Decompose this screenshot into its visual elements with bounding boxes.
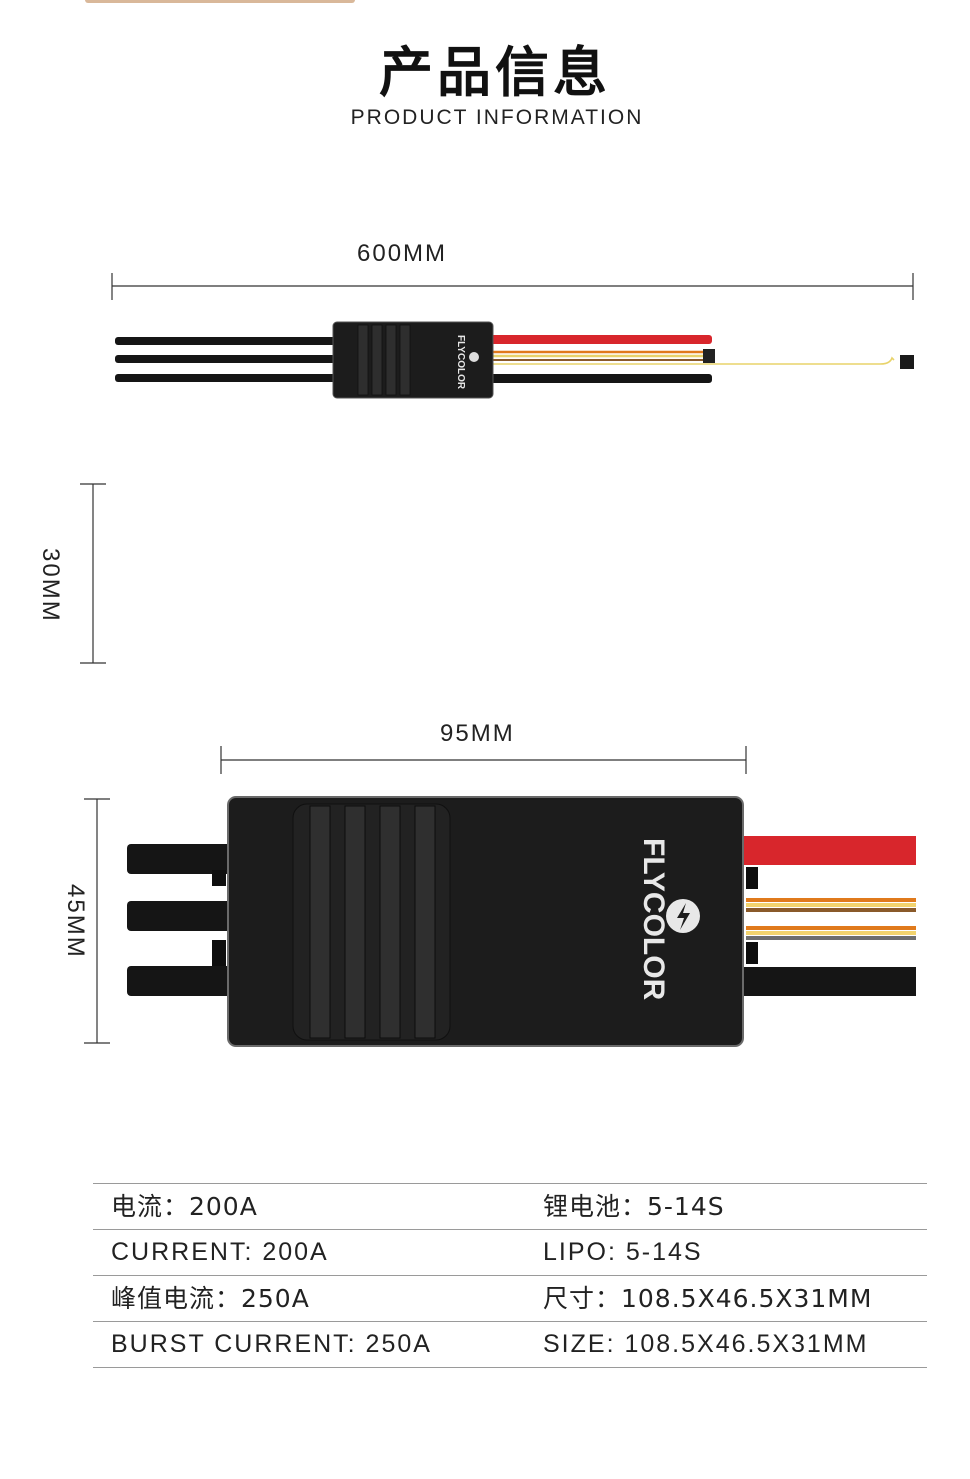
- spec-burst-current-en: BURST CURRENT: 250A: [111, 1330, 432, 1358]
- top-decor-strip: [85, 0, 355, 3]
- dim-label-length: 95MM: [440, 720, 515, 747]
- spec-burst-current-cn: 峰值电流：250A: [111, 1284, 310, 1313]
- dimension-line-height: [80, 483, 106, 664]
- brand-logo-small: FLYCOLOR: [455, 335, 466, 390]
- product-drawing: FLYCOLOR: [80, 273, 916, 1047]
- spec-row: CURRENT: 200A LIPO: 5-14S: [93, 1229, 927, 1275]
- page-subtitle: PRODUCT INFORMATION: [350, 106, 644, 129]
- dim-label-cable-length: 600MM: [357, 240, 448, 267]
- spec-current-cn: 电流：200A: [111, 1192, 258, 1221]
- spec-lipo-en: LIPO: 5-14S: [543, 1238, 703, 1266]
- dimension-line-width: [84, 798, 110, 1044]
- spec-row: BURST CURRENT: 250A SIZE: 108.5X46.5X31M…: [93, 1321, 927, 1368]
- spec-row: 峰值电流：250A 尺寸：108.5X46.5X31MM: [93, 1275, 927, 1321]
- esc-top-view: FLYCOLOR: [115, 321, 914, 399]
- spec-lipo-cn: 锂电池：5-14S: [543, 1192, 725, 1221]
- spec-table: 电流：200A 锂电池：5-14S CURRENT: 200A LIPO: 5-…: [93, 1183, 927, 1368]
- spec-size-en: SIZE: 108.5X46.5X31MM: [543, 1330, 869, 1358]
- page-title: 产品信息: [379, 41, 611, 104]
- dimension-line-cable-length: [111, 273, 914, 300]
- esc-large-view: FLYCOLOR: [127, 796, 916, 1047]
- brand-logo-large: FLYCOLOR: [637, 838, 670, 1001]
- spec-current-en: CURRENT: 200A: [111, 1238, 329, 1266]
- dimension-line-length: [220, 746, 747, 774]
- spec-row: 电流：200A 锂电池：5-14S: [93, 1183, 927, 1229]
- spec-size-cn: 尺寸：108.5X46.5X31MM: [543, 1284, 873, 1313]
